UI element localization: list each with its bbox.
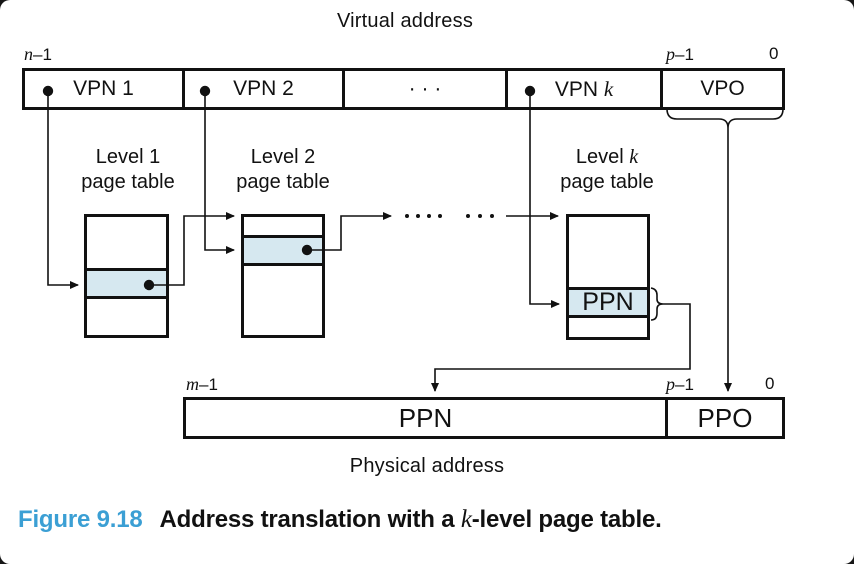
ppn-entry-brace xyxy=(650,287,664,321)
bit-rest: –1 xyxy=(675,375,694,394)
virtual-address-title: Virtual address xyxy=(336,10,474,32)
ppn-segment: PPN xyxy=(186,400,668,436)
vpnk-label: VPN k xyxy=(555,77,613,102)
level2-title-line1: Level 2 xyxy=(250,146,316,168)
ppo-segment: PPO xyxy=(668,400,782,436)
bit-label-p-1-bottom: p–1 xyxy=(666,374,694,395)
figure-caption: Figure 9.18 Address translation with a k-… xyxy=(18,506,662,534)
level2-row-top xyxy=(244,217,322,235)
levelk-title-var: k xyxy=(629,146,639,168)
arrow-vpnk-to-levelk xyxy=(529,95,560,308)
virtual-address-box: VPN 1 VPN 2 · · · VPN k VPO xyxy=(22,68,785,110)
bit-rest: –1 xyxy=(199,375,218,394)
bit-label-zero-bottom: 0 xyxy=(765,374,775,393)
level1-title-line2: page table xyxy=(81,171,175,193)
bit-label-zero-top: 0 xyxy=(769,44,779,63)
level1-table-title: Level 1 page table xyxy=(58,145,198,195)
bit-var-p: p xyxy=(666,44,675,64)
level1-row-top xyxy=(87,217,166,268)
ppo-label: PPO xyxy=(697,402,753,433)
vpnk-prefix: VPN xyxy=(554,77,604,101)
levelk-row-bottom xyxy=(569,318,647,337)
levelk-row-ppn: PPN xyxy=(569,287,647,318)
levelk-title-line1: Level k xyxy=(537,145,677,170)
level1-page-table xyxy=(84,214,169,338)
caption-text: Address translation with a k-level page … xyxy=(160,506,662,533)
figure-number-label: Figure 9.18 xyxy=(18,506,143,533)
physical-address-title: Physical address xyxy=(349,455,505,477)
bit-var-p: p xyxy=(666,374,675,394)
vpn-ellipsis-segment: · · · xyxy=(345,71,508,107)
bit-var-n: n xyxy=(24,44,33,64)
levelk-title-prefix: Level xyxy=(575,146,630,168)
bit-label-p-1-top: p–1 xyxy=(666,44,694,65)
levelk-table-title: Level k page table xyxy=(537,145,677,195)
level1-row-selected-pte xyxy=(87,268,166,299)
ppn-label: PPN xyxy=(398,402,453,433)
vpnk-var: k xyxy=(603,76,614,101)
vpnk-segment: VPN k xyxy=(508,71,663,107)
vpn2-label: VPN 2 xyxy=(233,77,294,100)
caption-prefix: Address translation with a xyxy=(159,506,461,533)
level2-row-bottom xyxy=(244,266,322,335)
bit-label-m-1: m–1 xyxy=(186,374,218,395)
levelk-page-table: PPN xyxy=(566,214,650,340)
levelk-ppn-label: PPN xyxy=(582,288,634,316)
ellipsis-dots-icon xyxy=(405,214,494,218)
physical-address-box: PPN PPO xyxy=(183,397,785,439)
bit-rest: –1 xyxy=(33,45,52,64)
vpn1-segment: VPN 1 xyxy=(25,71,185,107)
levelk-row-top xyxy=(569,217,647,287)
vpo-brace xyxy=(666,108,784,129)
caption-suffix: -level page table. xyxy=(471,506,662,533)
vpo-label: VPO xyxy=(700,77,745,100)
vpo-segment: VPO xyxy=(663,71,782,107)
level1-row-bottom xyxy=(87,299,166,335)
bit-var-m: m xyxy=(186,374,199,394)
vpn1-label: VPN 1 xyxy=(73,77,134,100)
bit-rest: –1 xyxy=(675,45,694,64)
level2-title-line2: page table xyxy=(236,171,330,193)
level2-row-selected-pte xyxy=(244,235,322,266)
level1-title-line1: Level 1 xyxy=(95,146,161,168)
arrow-ppn-entry-to-physical-ppn xyxy=(431,303,691,392)
bit-label-n-1: n–1 xyxy=(24,44,52,65)
ellipsis-label: · · · xyxy=(408,77,442,100)
levelk-title-line2: page table xyxy=(560,171,654,193)
level2-page-table xyxy=(241,214,325,338)
vpn2-segment: VPN 2 xyxy=(185,71,345,107)
level2-table-title: Level 2 page table xyxy=(213,145,353,195)
caption-var-k: k xyxy=(460,506,472,533)
